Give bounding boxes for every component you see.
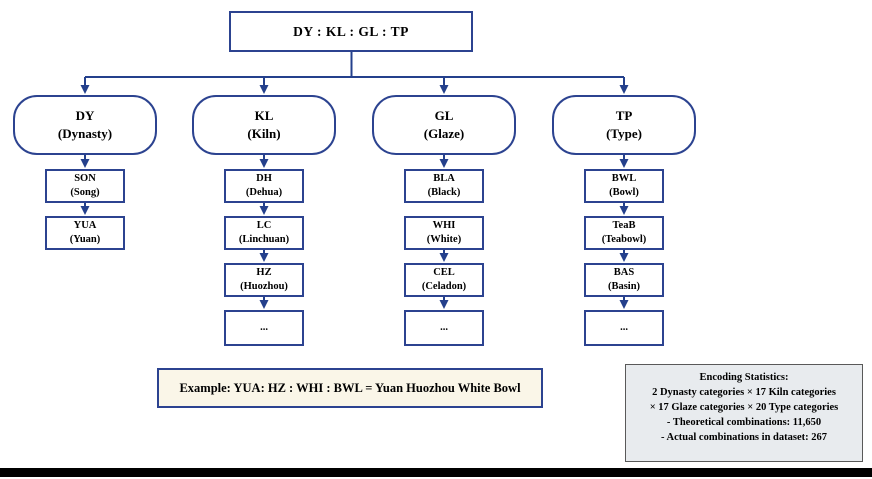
child-box-whi: WHI (White) (404, 216, 484, 250)
child-code: LC (256, 220, 272, 232)
child-code: YUA (73, 220, 97, 232)
category-code: GL (434, 108, 454, 124)
bottom-divider-bar (0, 468, 872, 477)
child-code: DH (256, 173, 272, 185)
child-name: (Basin) (607, 281, 641, 292)
child-name: (Teabowl) (601, 234, 647, 245)
child-name: (Huozhou) (240, 281, 288, 292)
stats-line: - Theoretical combinations: 11,650 (666, 416, 822, 428)
category-box-dynasty: DY (Dynasty) (13, 95, 157, 155)
stats-line: - Actual combinations in dataset: 267 (661, 431, 827, 443)
child-name: (White) (426, 234, 462, 245)
category-name: (Kiln) (247, 126, 281, 141)
category-code: DY (75, 108, 95, 124)
child-name: (Black) (427, 187, 461, 198)
child-box-glaze-ellipsis: ... (404, 310, 484, 346)
category-code: KL (254, 108, 274, 124)
child-code: BWL (611, 173, 637, 185)
example-box: Example: YUA: HZ : WHI : BWL = Yuan Huoz… (157, 368, 543, 408)
child-name: (Celadon) (421, 281, 467, 292)
root-code-box: DY : KL : GL : TP (229, 11, 473, 52)
child-box-yua: YUA (Yuan) (45, 216, 125, 250)
child-name: (Song) (70, 187, 100, 198)
child-box-bas: BAS (Basin) (584, 263, 664, 297)
root-code-label: DY : KL : GL : TP (293, 23, 409, 39)
child-box-bwl: BWL (Bowl) (584, 169, 664, 203)
stats-line: × 17 Glaze categories × 20 Type categori… (649, 401, 839, 413)
stats-title: Encoding Statistics: (699, 372, 789, 383)
encoding-statistics-box: Encoding Statistics: 2 Dynasty categorie… (625, 364, 863, 462)
child-box-lc: LC (Linchuan) (224, 216, 304, 250)
child-code: HZ (256, 267, 272, 279)
category-box-glaze: GL (Glaze) (372, 95, 516, 155)
stats-line: 2 Dynasty categories × 17 Kiln categorie… (652, 386, 836, 398)
child-name: (Dehua) (245, 187, 283, 198)
child-code: CEL (433, 267, 455, 279)
ellipsis-label: ... (620, 322, 628, 334)
category-name: (Type) (606, 126, 642, 141)
category-name: (Dynasty) (57, 126, 113, 141)
child-box-cel: CEL (Celadon) (404, 263, 484, 297)
child-code: WHI (432, 220, 456, 232)
child-name: (Bowl) (609, 187, 639, 198)
category-code: TP (615, 108, 633, 124)
child-code: BAS (613, 267, 635, 279)
child-code: SON (74, 173, 96, 185)
child-box-type-ellipsis: ... (584, 310, 664, 346)
category-box-kiln: KL (Kiln) (192, 95, 336, 155)
child-box-teab: TeaB (Teabowl) (584, 216, 664, 250)
category-box-type: TP (Type) (552, 95, 696, 155)
child-code: BLA (433, 173, 455, 185)
child-name: (Yuan) (69, 234, 101, 245)
example-text: Example: YUA: HZ : WHI : BWL = Yuan Huoz… (179, 380, 521, 395)
child-box-hz: HZ (Huozhou) (224, 263, 304, 297)
child-name: (Linchuan) (238, 234, 290, 245)
ellipsis-label: ... (260, 322, 268, 334)
child-code: TeaB (612, 220, 636, 232)
child-box-son: SON (Song) (45, 169, 125, 203)
child-box-bla: BLA (Black) (404, 169, 484, 203)
child-box-dh: DH (Dehua) (224, 169, 304, 203)
child-box-kiln-ellipsis: ... (224, 310, 304, 346)
category-name: (Glaze) (423, 126, 465, 141)
ellipsis-label: ... (440, 322, 448, 334)
